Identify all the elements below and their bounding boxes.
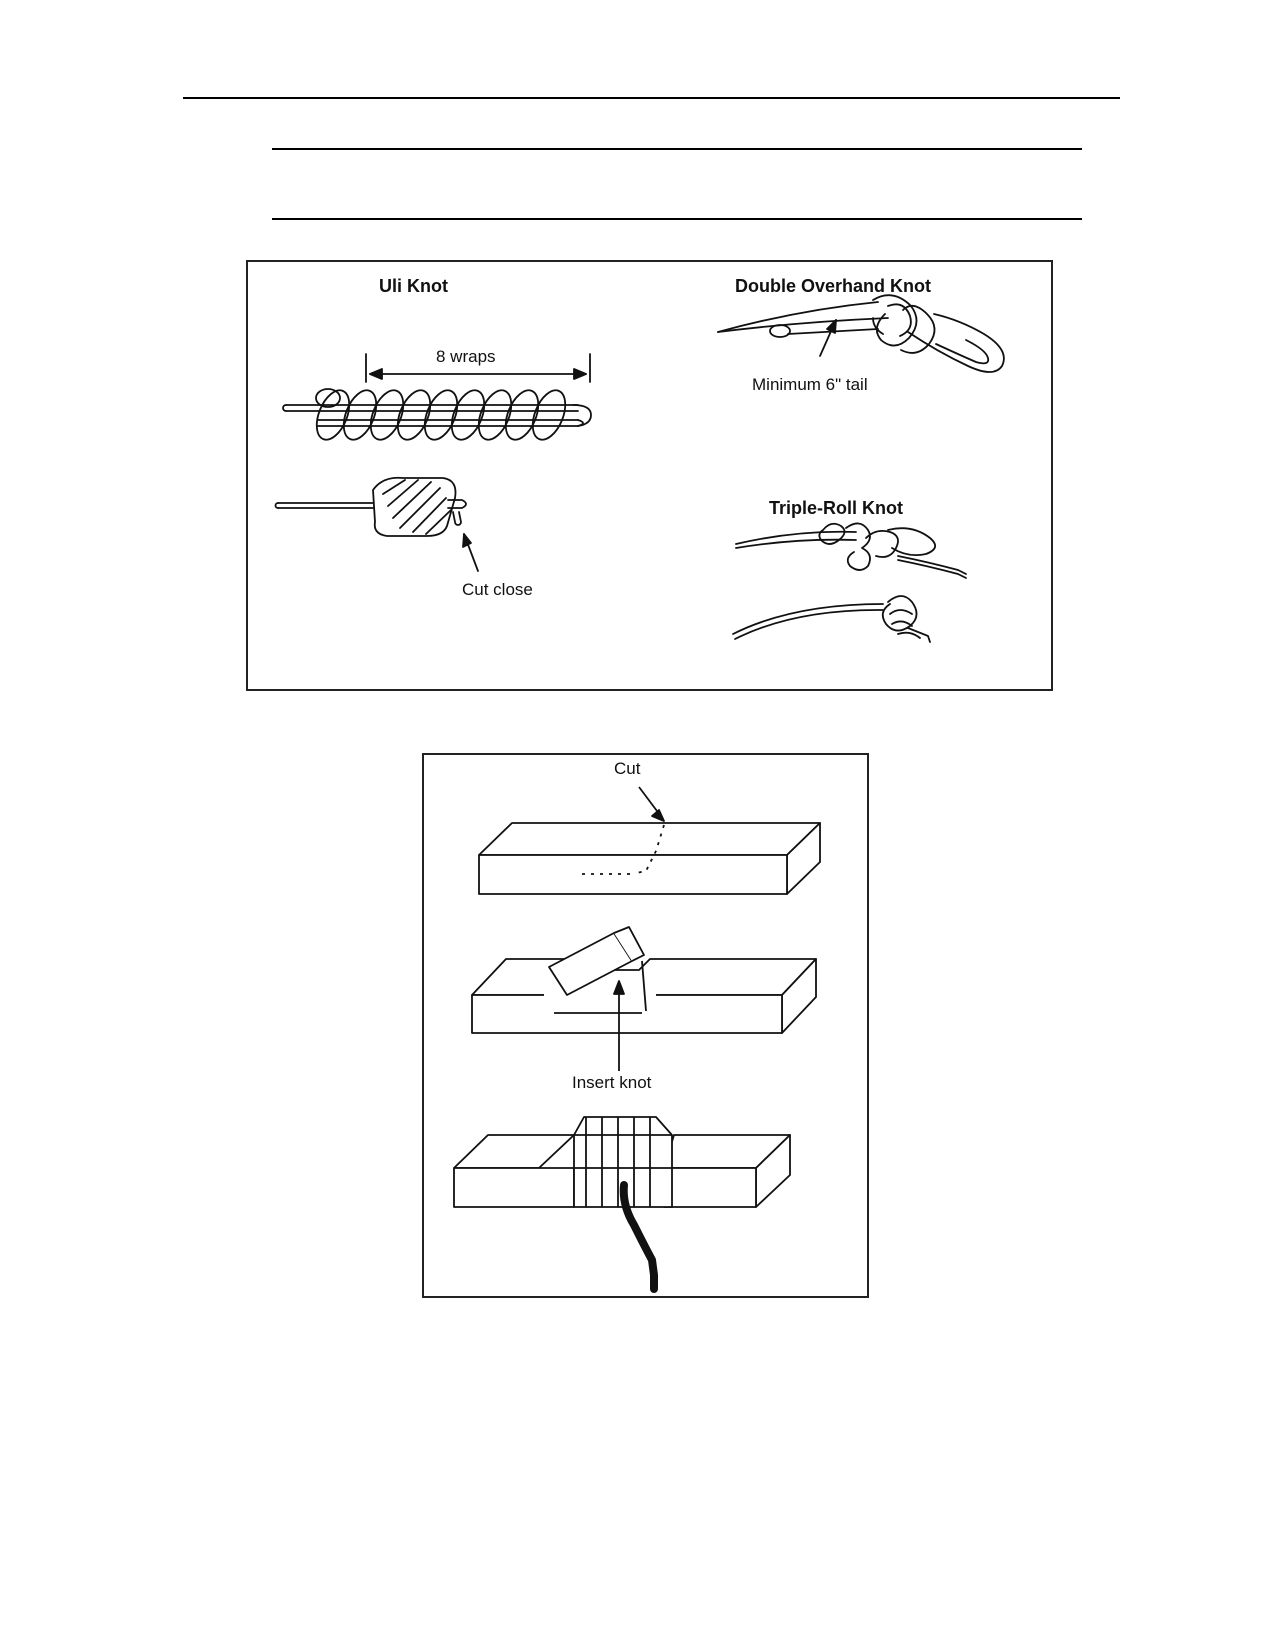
block-illustrations [453,786,821,1293]
cut-pointer [638,786,661,816]
cut-arrowhead [651,809,665,822]
triple-roll-knot-loose [735,522,967,579]
tail-label: Minimum 6" tail [752,375,868,394]
block-cut [471,926,817,1034]
rope-tail [619,1181,658,1293]
wraps-label: 8 wraps [436,347,496,366]
caption-top-rule [272,148,1082,150]
knot-figure: Uli Knot 8 wraps Cut close Double Overha… [246,260,1053,691]
wraps-arrow-left [369,368,383,380]
block-with-knot [453,1116,791,1208]
double-overhand-title: Double Overhand Knot [735,276,932,296]
tail-arrowhead [826,319,837,334]
uli-knot-coil [282,388,592,441]
page-header-rule [183,97,1120,99]
cut-label: Cut [614,759,641,778]
caption-bottom-rule [272,218,1082,220]
cut-close-label: Cut close [462,580,533,599]
insert-knot-label: Insert knot [572,1073,652,1092]
cut-close-arrowhead [462,533,472,548]
triple-roll-title: Triple-Roll Knot [769,498,903,518]
cut-line [635,824,665,874]
block-figure: Cut Insert knot [422,753,869,1298]
triple-roll-knot-tight [732,595,931,643]
wraps-arrow-right [573,368,587,380]
block-uncut [478,822,821,895]
uli-knot-finished [274,476,467,537]
uli-knot-title: Uli Knot [379,276,448,296]
knot-illustrations [274,294,1005,643]
double-overhand-knot [717,294,1005,373]
insert-knot-arrowhead [613,980,625,995]
